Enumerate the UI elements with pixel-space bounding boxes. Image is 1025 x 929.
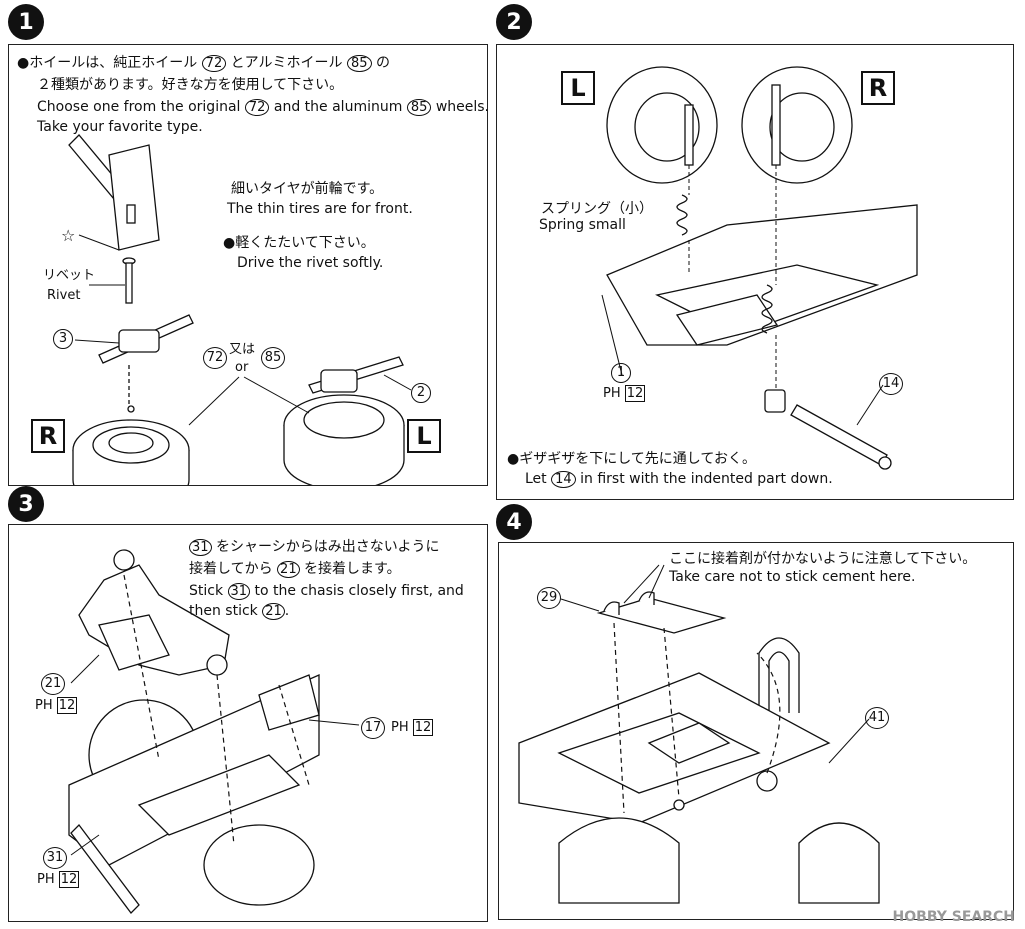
rivet-note-en: Drive the rivet softly. [237,255,384,271]
step-number-3: 3 [8,486,44,522]
step-4-panel: ここに接着剤が付かないように注意して下さい。 Take care not to … [498,542,1014,920]
step-1-instruction-en-line2: Take your favorite type. [37,119,203,135]
step-2-panel: L R スプリング（小） Spring small 1 PH 12 14 ●ギザ… [496,44,1014,500]
step-3-instruction-en-line2: then stick 21. [189,603,290,620]
part-1-runner-label: PH 12 [603,385,646,402]
part-29-callout: 29 [537,587,561,609]
step-4-note-en: Take care not to stick cement here. [669,569,916,585]
spring-label-jp: スプリング（小） [541,201,653,217]
part-31-callout-en: 31 [227,583,251,600]
part-72-callout-en: 72 [244,99,270,116]
part-21-callout-en: 21 [262,603,285,620]
rivet-label-jp: リベット [43,268,96,283]
spring-label-en: Spring small [539,217,626,233]
part-72-callout-diagram: 72 [203,347,227,369]
part-31-runner-label: PH 12 [37,871,80,888]
rivet-note-jp: ●軽くたたいて下さい。 [223,235,375,251]
left-side-label: L [407,419,441,453]
part-17-runner-label: PH 12 [391,719,434,736]
step-1-instruction-jp-line2: ２種類があります。好きな方を使用して下さい。 [37,77,344,93]
part-85-callout-diagram: 85 [261,347,285,369]
part-31-callout-text: 31 [189,539,212,556]
right-side-label: R [31,419,65,453]
part-14-callout: 14 [879,373,903,395]
part-21-runner-label: PH 12 [35,697,78,714]
step-3-panel: 31 をシャーシからはみ出さないように 接着してから 21 を接着します。 St… [8,524,488,922]
step-4-note-jp: ここに接着剤が付かないように注意して下さい。 [669,551,977,567]
right-side-label: R [861,71,895,105]
part-3-callout: 3 [53,329,73,349]
left-side-label: L [561,71,595,105]
step-1-panel: ☆ [8,44,489,486]
step-3-instruction-jp-line1: 31 をシャーシからはみ出さないように [189,537,439,558]
front-tire-note-jp: 細いタイヤが前輪です。 [231,181,384,197]
step-4-illustration [518,564,880,904]
step-2-illustration [601,66,918,470]
step-3-illustration [68,549,360,914]
svg-text:☆: ☆ [61,226,75,245]
step-number-4: 4 [496,504,532,540]
part-2-callout: 2 [411,383,431,403]
step-3-instruction-en-line1: Stick 31 to the chasis closely first, an… [189,583,464,600]
step-1-instruction-jp-line1: ●ホイールは、純正ホイール 72 とアルミホイール 85 の [17,55,390,72]
or-label-en: or [235,360,249,375]
step-number-2: 2 [496,4,532,40]
part-17-callout: 17 [361,717,385,739]
part-72-callout: 72 [201,55,227,72]
step-1-illustration: ☆ [61,134,412,485]
part-21-callout: 21 [41,673,65,695]
step-number-1: 1 [8,4,44,40]
step-2-note-en: Let 14 in first with the indented part d… [525,471,833,488]
or-label-jp: 又は [229,342,256,357]
part-1-callout: 1 [611,363,631,383]
part-85-callout: 85 [347,55,372,72]
step-2-note-jp: ●ギザギザを下にして先に通しておく。 [507,451,756,467]
part-31-callout: 31 [43,847,67,869]
part-41-callout: 41 [865,707,889,729]
step-3-instruction-jp-line2: 接着してから 21 を接着します。 [189,561,401,578]
rivet-label-en: Rivet [47,288,81,303]
watermark-logo: HOBBY SEARCH [892,909,1015,925]
part-21-callout-text: 21 [277,561,300,578]
part-85-callout-en: 85 [406,99,432,116]
step-1-instruction-en-line1: Choose one from the original 72 and the … [37,99,489,116]
front-tire-note-en: The thin tires are for front. [227,201,413,217]
part-14-callout-text: 14 [551,471,576,488]
